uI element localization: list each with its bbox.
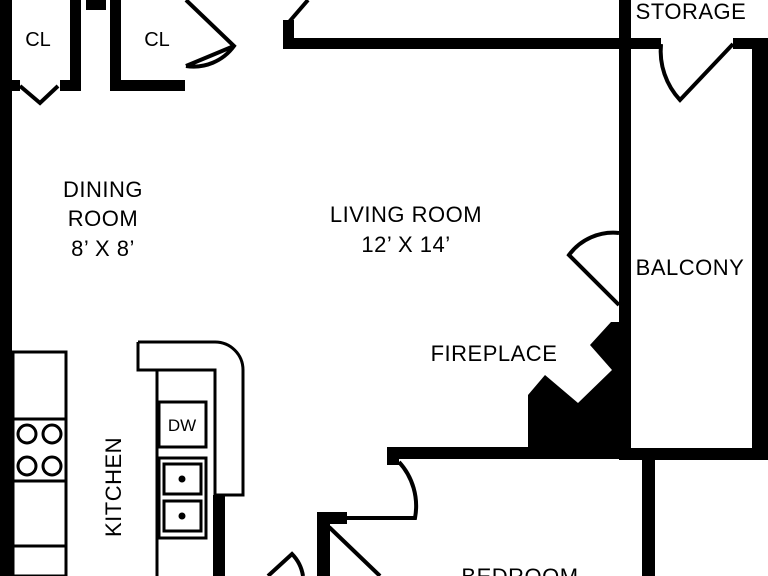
stove-burner xyxy=(41,455,63,477)
dishwasher-label: DW xyxy=(168,416,196,435)
wall-left-exterior xyxy=(0,0,12,576)
doors xyxy=(18,0,735,576)
wall-storage-bottom-left xyxy=(628,38,661,49)
wall-closet-divider-a xyxy=(70,0,81,90)
stove xyxy=(11,417,68,483)
dining-label-line1: DINING xyxy=(63,177,143,202)
wall-closet-bottom-right xyxy=(110,80,185,91)
door-bedroom-inner xyxy=(327,525,382,576)
sink-drain xyxy=(178,475,186,483)
living-room-label: LIVING ROOM xyxy=(330,202,482,227)
dishwasher xyxy=(157,400,208,449)
peninsula-counter xyxy=(138,340,245,576)
wall-right-exterior xyxy=(752,38,768,458)
kitchen-label: KITCHEN xyxy=(101,437,126,537)
dining-dimensions: 8’ X 8’ xyxy=(71,236,135,261)
sink-basin xyxy=(162,462,203,496)
wall-bedroom-top-stub xyxy=(387,447,399,465)
left-counter-lower xyxy=(11,544,68,576)
living-room-dimensions: 12’ X 14’ xyxy=(361,232,450,257)
closet-right-label: CL xyxy=(144,29,170,51)
labels: CL CL STORAGE DINING ROOM 8’ X 8’ LIVING… xyxy=(25,0,746,576)
wall-closet-top-bar xyxy=(86,0,106,10)
wall-bedroom-right xyxy=(642,455,655,576)
storage-label: STORAGE xyxy=(636,0,747,24)
fireplace-mass xyxy=(528,322,628,455)
door-bath xyxy=(266,551,305,576)
sink xyxy=(157,456,208,540)
kitchen-fixtures xyxy=(11,340,245,576)
door-storage xyxy=(658,42,735,103)
wall-living-top-stub xyxy=(283,20,294,49)
wall-storage-bottom-right xyxy=(733,38,768,49)
stove-burner xyxy=(16,455,38,477)
stove-burner xyxy=(41,423,63,445)
left-counter xyxy=(11,350,68,548)
sink-basin xyxy=(162,499,203,533)
closet-left-label: CL xyxy=(25,29,51,51)
wall-bedroom-left xyxy=(317,512,330,576)
wall-closet-bottom-mid xyxy=(60,80,81,91)
door-balcony xyxy=(566,230,621,307)
balcony-label: BALCONY xyxy=(636,255,745,280)
door-living-top xyxy=(287,0,310,24)
bedroom-label: BEDROOM xyxy=(461,564,578,576)
sink-drain xyxy=(178,512,186,520)
wall-bedroom-left-top xyxy=(317,512,347,524)
wall-closet-divider-b xyxy=(110,0,121,90)
door-bedroom xyxy=(340,460,419,520)
wall-closet-bottom-left xyxy=(0,80,20,91)
stove-burner xyxy=(16,423,38,445)
peninsula-outline xyxy=(136,342,157,372)
door-closet-right xyxy=(184,0,237,69)
fireplace-label: FIREPLACE xyxy=(431,341,558,366)
wall-balcony-bottom xyxy=(619,448,768,460)
wall-living-top xyxy=(283,38,628,49)
door-closet-left xyxy=(18,84,60,106)
wall-kitchen-right xyxy=(213,495,225,576)
dining-label-line2: ROOM xyxy=(68,206,138,231)
